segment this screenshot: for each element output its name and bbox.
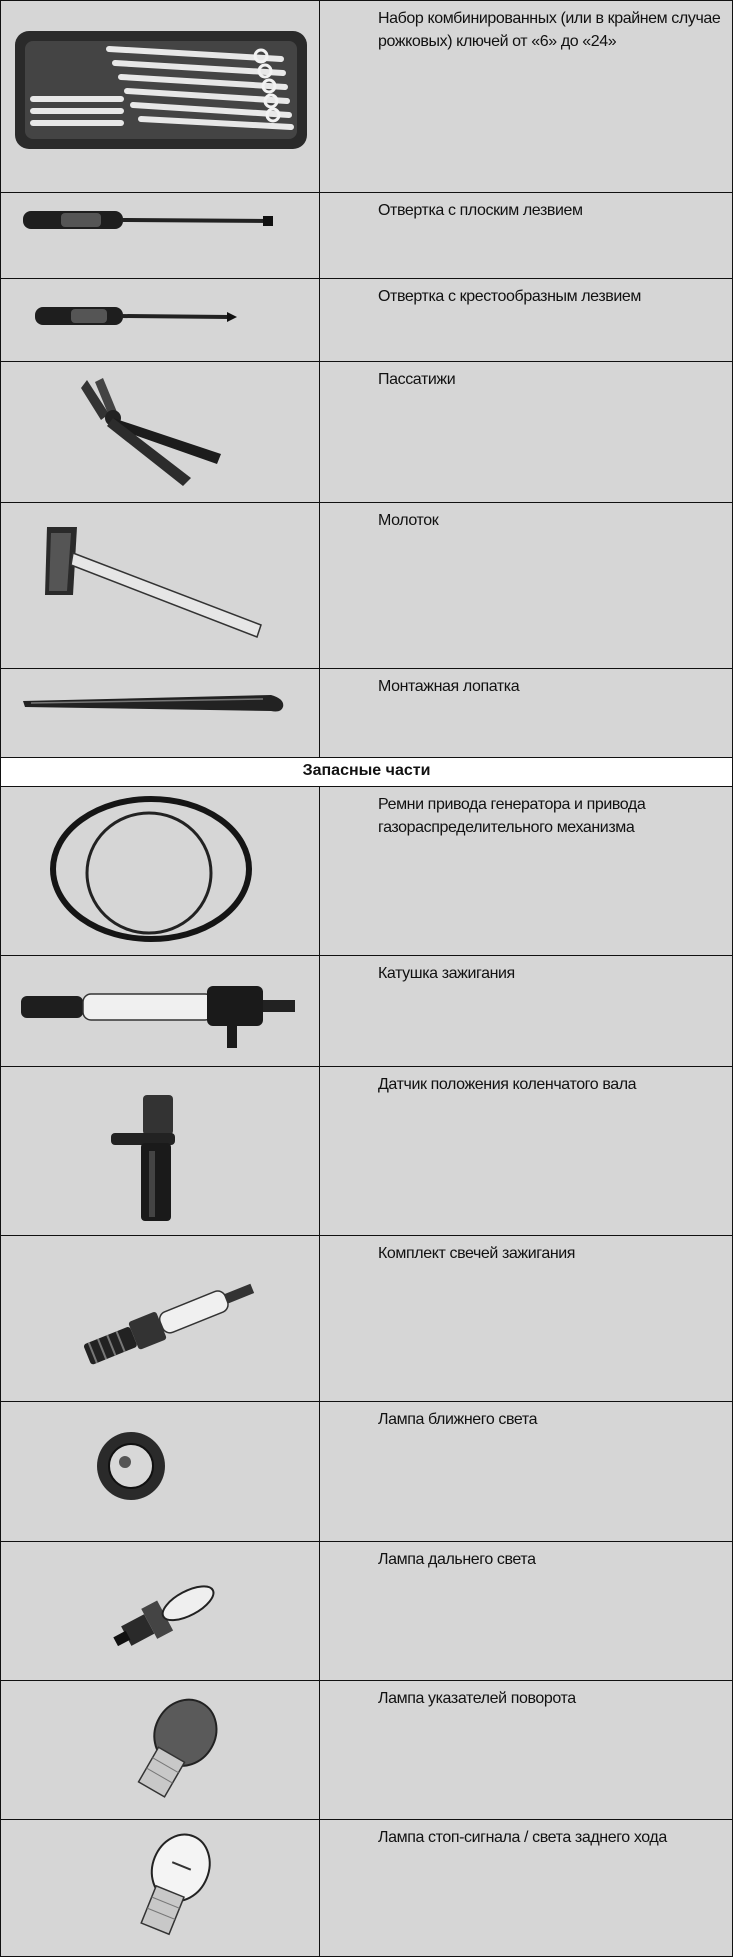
item-label: Молоток: [378, 512, 439, 529]
description-cell: Лампа ближнего света: [319, 1401, 733, 1542]
description-cell: Датчик положения коленчатого вала: [319, 1066, 733, 1236]
table-row: Комплект свечей зажигания: [0, 1235, 733, 1402]
description-cell: Лампа указателей поворота: [319, 1680, 733, 1820]
image-cell: [0, 668, 320, 758]
image-cell: [0, 361, 320, 503]
image-cell: [0, 192, 320, 279]
item-label: Набор комбинированных (или в крайнем слу…: [378, 10, 721, 50]
description-cell: Ремни привода генератора и привода газор…: [319, 786, 733, 956]
image-cell: [0, 1401, 320, 1542]
item-label: Лампа стоп-сигнала / света заднего хода: [378, 1829, 667, 1846]
image-cell: [0, 1066, 320, 1236]
table-row: Отвертка с плоским лезвием: [0, 192, 733, 279]
item-label: Отвертка с плоским лезвием: [378, 202, 583, 219]
description-cell: Лампа стоп-сигнала / света заднего хода: [319, 1819, 733, 1957]
item-label: Комплект свечей зажигания: [378, 1245, 576, 1262]
drive-belts-icon: [50, 796, 252, 942]
item-label: Отвертка с крестообразным лезвием: [378, 288, 642, 305]
spark-plug-icon: [84, 1283, 255, 1365]
description-cell: Монтажная лопатка: [319, 668, 733, 758]
item-label: Лампа ближнего света: [378, 1411, 538, 1428]
item-label: Пассатижи: [378, 371, 456, 388]
turn-signal-bulb-icon: [137, 1698, 218, 1798]
image-cell: [0, 1819, 320, 1957]
brake-light-bulb-icon: [140, 1833, 211, 1936]
image-cell: [0, 786, 320, 956]
low-beam-bulb-icon: [97, 1432, 165, 1500]
description-cell: Пассатижи: [319, 361, 733, 503]
table-row: Молоток: [0, 502, 733, 669]
section-header: Запасные части: [0, 757, 733, 787]
item-label: Катушка зажигания: [378, 965, 515, 982]
table-row: Ремни привода генератора и привода газор…: [0, 786, 733, 956]
table-row: Монтажная лопатка: [0, 668, 733, 758]
image-cell: [0, 278, 320, 362]
ignition-coil-icon: [21, 986, 295, 1048]
table-row: Набор комбинированных (или в крайнем слу…: [0, 0, 733, 193]
table-row: Лампа стоп-сигнала / света заднего хода: [0, 1819, 733, 1957]
description-cell: Катушка зажигания: [319, 955, 733, 1067]
flat-screwdriver-icon: [23, 211, 273, 229]
item-label: Ремни привода генератора и привода газор…: [378, 796, 646, 836]
image-cell: [0, 1541, 320, 1681]
tire-lever-icon: [23, 695, 284, 712]
description-cell: Лампа дальнего света: [319, 1541, 733, 1681]
table-row: Лампа дальнего света: [0, 1541, 733, 1681]
table-row: Пассатижи: [0, 361, 733, 503]
section-title: Запасные части: [302, 762, 431, 779]
item-label: Датчик положения коленчатого вала: [378, 1076, 637, 1093]
table-row: Отвертка с крестообразным лезвием: [0, 278, 733, 362]
phillips-screwdriver-icon: [35, 307, 237, 325]
description-cell: Комплект свечей зажигания: [319, 1235, 733, 1402]
hammer-icon: [45, 527, 262, 638]
table-row: Датчик положения коленчатого вала: [0, 1066, 733, 1236]
table-row: Лампа указателей поворота: [0, 1680, 733, 1820]
table-row: Катушка зажигания: [0, 955, 733, 1067]
description-cell: Отвертка с плоским лезвием: [319, 192, 733, 279]
description-cell: Набор комбинированных (или в крайнем слу…: [319, 0, 733, 193]
image-cell: [0, 1235, 320, 1402]
image-cell: [0, 0, 320, 193]
image-cell: [0, 502, 320, 669]
crankshaft-sensor-icon: [111, 1095, 175, 1221]
description-cell: Отвертка с крестообразным лезвием: [319, 278, 733, 362]
item-label: Лампа указателей поворота: [378, 1690, 576, 1707]
item-label: Монтажная лопатка: [378, 678, 520, 695]
image-cell: [0, 1680, 320, 1820]
pliers-icon: [81, 378, 221, 486]
image-cell: [0, 955, 320, 1067]
item-label: Лампа дальнего света: [378, 1551, 536, 1568]
wrench-set-icon: [15, 31, 307, 149]
table-row: Лампа ближнего света: [0, 1401, 733, 1542]
high-beam-bulb-icon: [113, 1585, 215, 1647]
description-cell: Молоток: [319, 502, 733, 669]
